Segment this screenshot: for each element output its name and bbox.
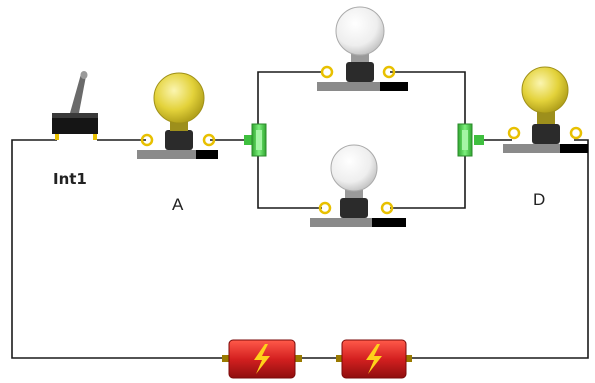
wire-main-loop (11, 139, 589, 359)
bulb-a[interactable] (137, 72, 218, 159)
switch-label: Int1 (53, 170, 87, 188)
bulb-d[interactable] (503, 66, 588, 153)
bulb-bottom-parallel[interactable] (310, 144, 406, 227)
junction-right[interactable] (457, 123, 484, 157)
wire-lower-branch (257, 154, 466, 209)
bulb-d-label: D (533, 190, 546, 209)
lightning-icon (366, 344, 382, 374)
junction-left[interactable] (244, 123, 267, 157)
switch-int1[interactable] (52, 71, 98, 140)
switch-lever[interactable] (70, 74, 86, 113)
battery-1[interactable] (222, 339, 302, 379)
bulb-top-parallel[interactable] (317, 6, 408, 91)
wire-upper-branch (257, 71, 466, 126)
battery-2[interactable] (336, 339, 412, 379)
wires (11, 71, 589, 359)
bulb-a-label: A (172, 195, 184, 214)
lightning-icon (254, 344, 270, 374)
